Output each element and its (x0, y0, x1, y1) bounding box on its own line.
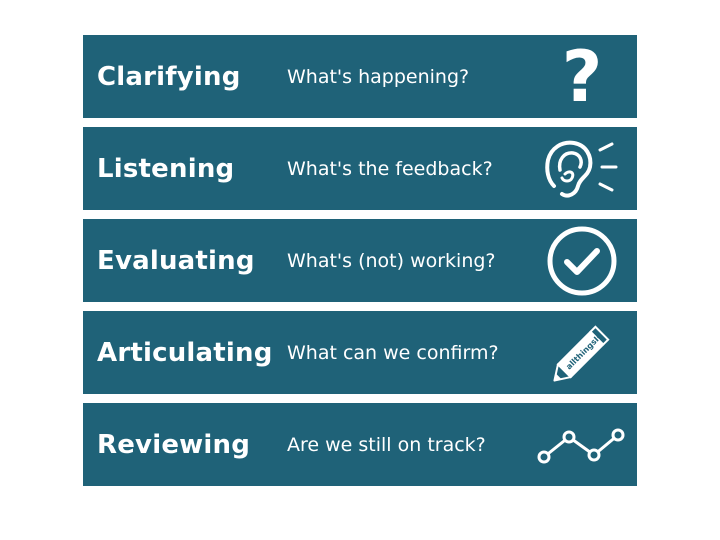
trend-line-icon (537, 407, 627, 483)
stage-question: What's the feedback? (287, 157, 493, 180)
question-mark-icon: ? (561, 35, 603, 118)
stage-term: Clarifying (97, 61, 241, 92)
stages-list: Clarifying What's happening? ? Listening… (83, 35, 637, 495)
stage-question: What's happening? (287, 65, 470, 88)
stage-row-reviewing: Reviewing Are we still on track? (83, 403, 637, 486)
stage-row-listening: Listening What's the feedback? (83, 127, 637, 210)
stage-question: Are we still on track? (287, 433, 486, 456)
stage-row-evaluating: Evaluating What's (not) working? (83, 219, 637, 302)
stage-term: Evaluating (97, 245, 255, 276)
stage-row-clarifying: Clarifying What's happening? ? (83, 35, 637, 118)
stage-term: Listening (97, 153, 235, 184)
ear-icon (537, 131, 627, 207)
stage-row-articulating: Articulating What can we confirm? allthi… (83, 311, 637, 394)
stage-term: Reviewing (97, 429, 251, 460)
stage-term: Articulating (97, 337, 273, 368)
pencil-icon: allthingsIC (537, 315, 627, 391)
checkmark-circle-icon (537, 223, 627, 299)
stage-question: What can we confirm? (287, 341, 499, 364)
stage-question: What's (not) working? (287, 249, 496, 272)
